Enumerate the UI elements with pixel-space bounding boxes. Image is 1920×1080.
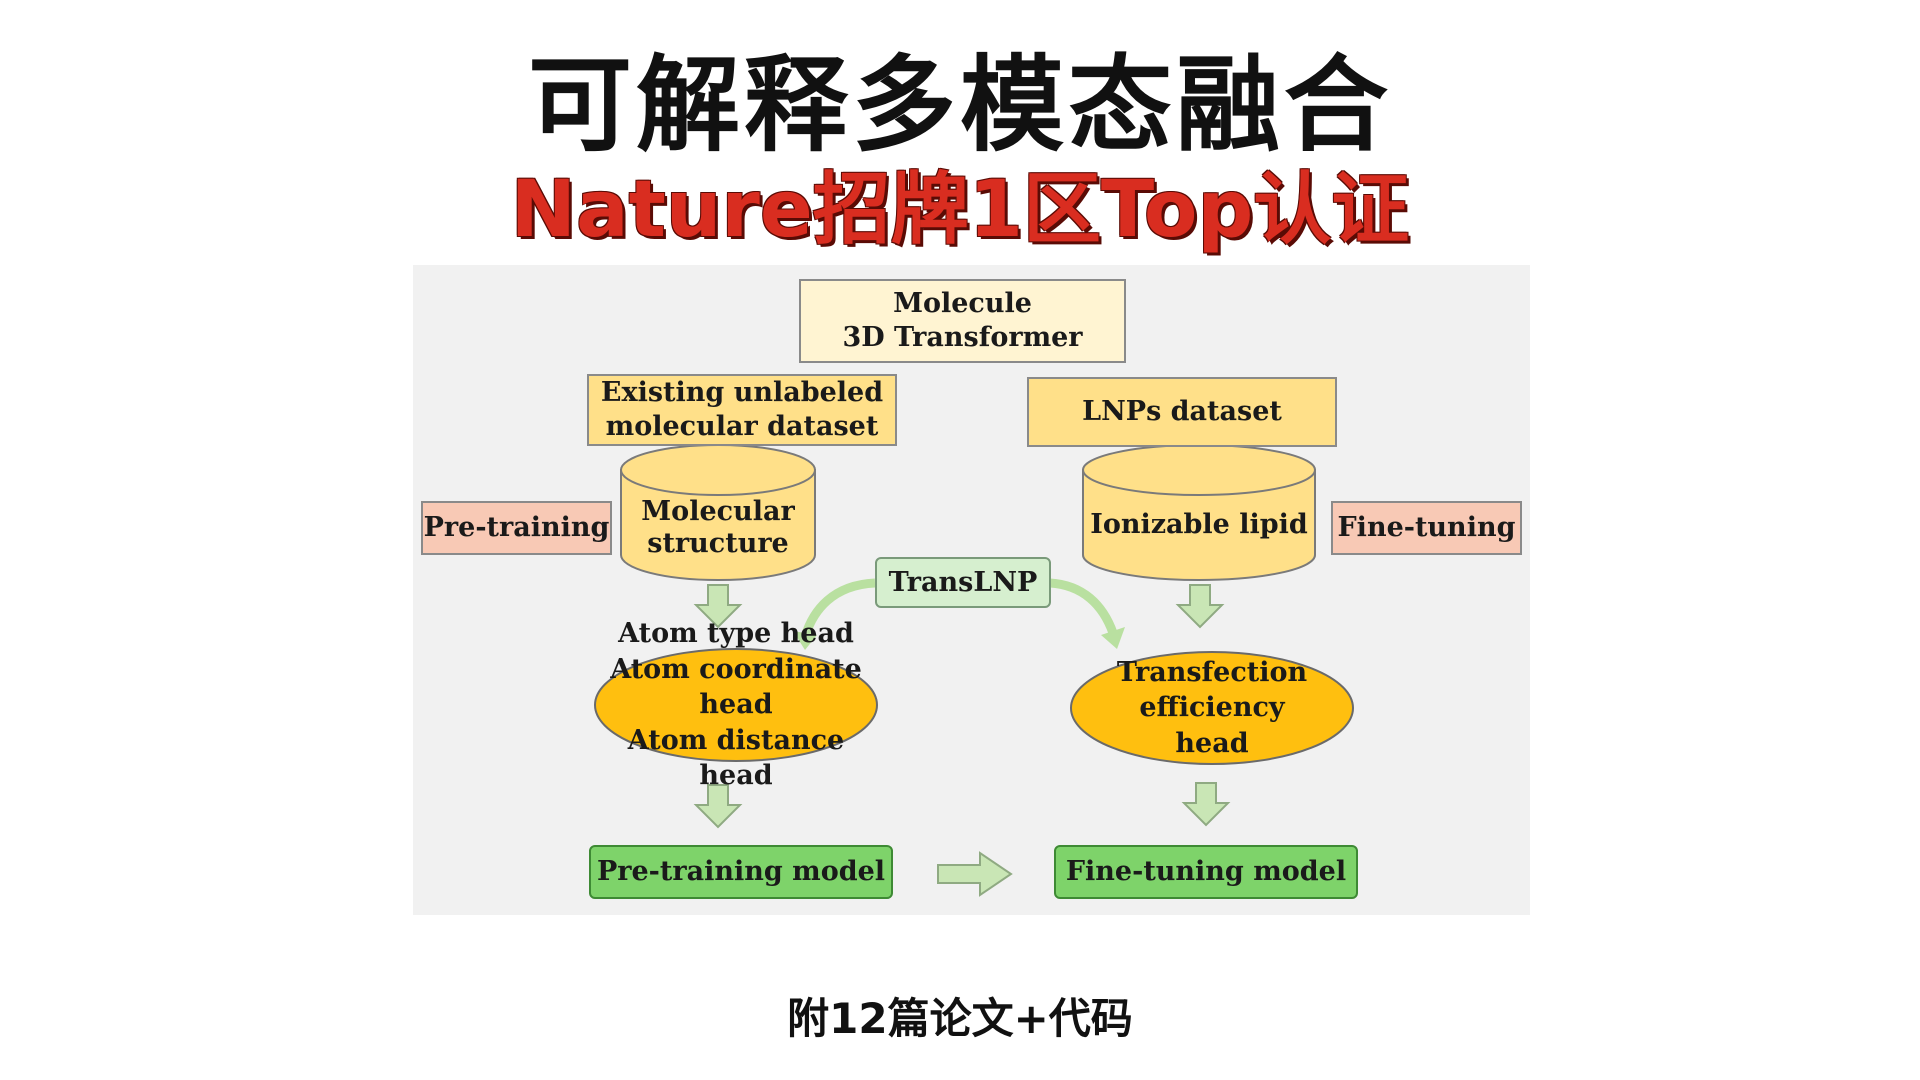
molecular-structure-cylinder	[620, 444, 816, 581]
unlabeled-dataset-line1: Existing unlabeled	[600, 377, 884, 409]
finetune-head-text: Transfection efficiency head	[1071, 657, 1353, 759]
molecular-structure-line1: Molecular	[641, 495, 795, 527]
arrow-right-icon	[937, 851, 1013, 897]
curved-arrow-icon	[1049, 578, 1118, 635]
molecule-transformer-box: Molecule 3D Transformer	[799, 279, 1126, 363]
lnps-dataset-label: LNPs dataset	[1082, 396, 1282, 428]
ionizable-lipid-label: Ionizable lipid	[1090, 509, 1308, 541]
molecular-structure-text: Molecular structure	[621, 490, 815, 566]
molecule-transformer-line1: Molecule	[893, 288, 1032, 320]
ionizable-lipid-text: Ionizable lipid	[1083, 495, 1315, 555]
arrow-down-icon	[693, 584, 743, 629]
unlabeled-dataset-line2: molecular dataset	[605, 411, 879, 442]
atom-distance-head: Atom distance head	[627, 724, 845, 792]
pretraining-model-label: Pre-training model	[596, 856, 886, 888]
pretraining-stage-label: Pre-training	[421, 501, 612, 555]
page-title: 可解释多模态融合	[527, 44, 1392, 166]
finetuning-stage-label: Fine-tuning	[1331, 501, 1522, 555]
finetuning-model-box: Fine-tuning model	[1054, 845, 1358, 899]
pretrain-heads-ellipse	[594, 648, 878, 762]
finetune-head-ellipse	[1070, 651, 1354, 765]
molecular-structure-line2: structure	[647, 528, 789, 559]
page-subtitle: Nature招牌1区Top认证	[510, 165, 1410, 255]
finetune-head-line1: Transfection efficiency	[1116, 656, 1308, 724]
diagram-shapes	[594, 444, 1354, 897]
translnp-label: TransLNP	[888, 566, 1038, 598]
lnps-dataset-box: LNPs dataset	[1027, 377, 1337, 447]
molecule-transformer-line2: 3D Transformer	[842, 322, 1083, 353]
finetuning-model-label: Fine-tuning model	[1065, 856, 1347, 888]
pretraining-stage-text: Pre-training	[423, 512, 610, 544]
arrow-down-icon	[1175, 584, 1225, 629]
curved-arrow-icon	[800, 578, 876, 639]
finetuning-stage-text: Fine-tuning	[1337, 512, 1516, 544]
atom-coordinate-head: Atom coordinate head	[610, 653, 862, 721]
translnp-box: TransLNP	[875, 557, 1051, 608]
unlabeled-dataset-box: Existing unlabeled molecular dataset	[587, 374, 897, 446]
finetune-head-line2: head	[1175, 727, 1249, 759]
pretrain-heads-text: Atom type head Atom coordinate head Atom…	[595, 618, 877, 792]
arrow-down-icon	[693, 784, 743, 829]
footer-caption: 附12篇论文+代码	[787, 994, 1133, 1043]
atom-type-head: Atom type head	[618, 617, 854, 649]
arrow-down-icon	[1181, 782, 1231, 827]
pretraining-model-box: Pre-training model	[589, 845, 893, 899]
